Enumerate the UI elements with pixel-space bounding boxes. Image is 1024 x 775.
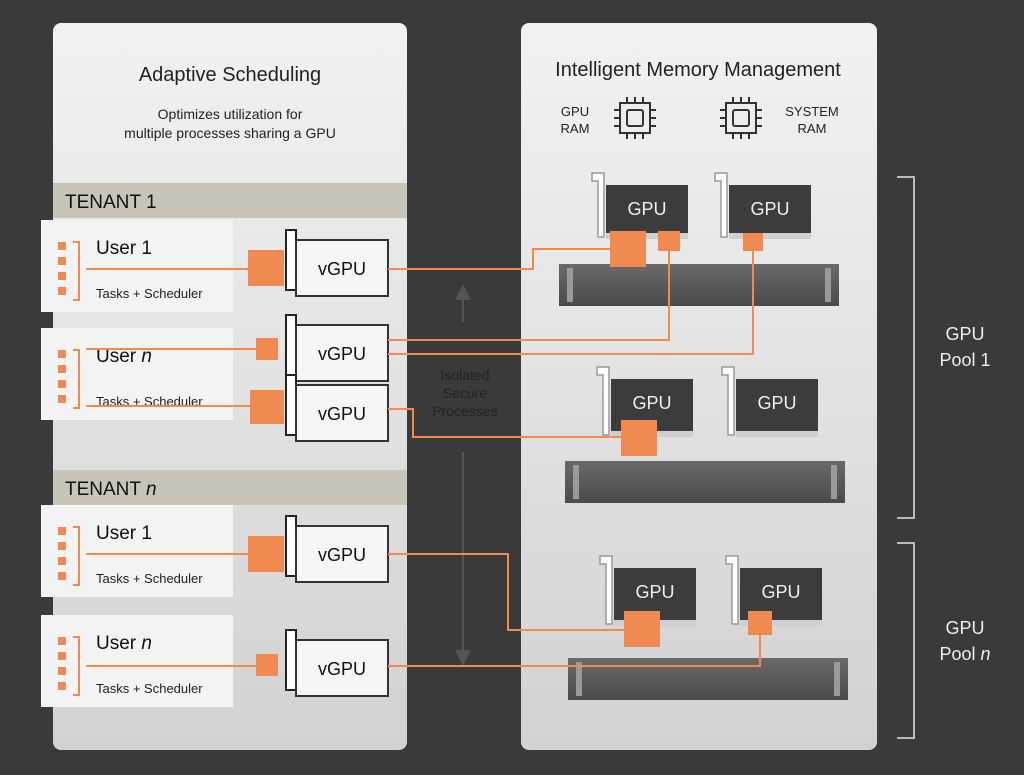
center-label-1: Isolated bbox=[440, 367, 489, 383]
gpu-card: GPU bbox=[725, 555, 822, 626]
connection-line bbox=[388, 251, 754, 355]
memory-slot bbox=[565, 461, 845, 503]
center-label-3: Processes bbox=[432, 403, 497, 419]
connection-line bbox=[388, 408, 621, 438]
tasks-label: Tasks + Scheduler bbox=[96, 571, 203, 586]
left-panel-subtitle-2: multiple processes sharing a GPU bbox=[124, 125, 336, 141]
connection-line bbox=[388, 248, 610, 270]
system-ram-label-2: RAM bbox=[798, 121, 827, 136]
vgpu-port bbox=[256, 338, 278, 360]
gpu-card: GPU bbox=[591, 172, 688, 239]
tenant-n-label: TENANT n bbox=[65, 479, 157, 500]
user-card: User 1 Tasks + Scheduler bbox=[41, 220, 233, 312]
vgpu-label: vGPU bbox=[318, 545, 366, 565]
tasks-label: Tasks + Scheduler bbox=[96, 286, 203, 301]
user-name: User 1 bbox=[96, 523, 152, 544]
center-label-2: Secure bbox=[443, 385, 488, 401]
left-panel-subtitle-1: Optimizes utilization for bbox=[158, 106, 303, 122]
right-panel-title: Intelligent Memory Management bbox=[555, 59, 841, 81]
gpu-port bbox=[743, 233, 763, 251]
gpu-label: GPU bbox=[635, 582, 674, 602]
gpu-ram-label-2: RAM bbox=[561, 121, 590, 136]
vgpu-label: vGPU bbox=[318, 344, 366, 364]
user-card: User 1 Tasks + Scheduler bbox=[41, 505, 233, 597]
vgpu-port bbox=[250, 390, 284, 424]
gpu-port bbox=[624, 611, 660, 647]
tenant-1-label: TENANT 1 bbox=[65, 192, 157, 213]
vgpu-card: vGPU bbox=[256, 314, 389, 382]
user-name: User 1 bbox=[96, 238, 152, 259]
gpu-port bbox=[610, 231, 646, 267]
tasks-bracket-icon bbox=[58, 526, 80, 586]
gpu-label: GPU bbox=[627, 199, 666, 219]
tenant-n-bar bbox=[53, 470, 407, 505]
vgpu-label: vGPU bbox=[318, 659, 366, 679]
left-panel-title: Adaptive Scheduling bbox=[139, 64, 321, 86]
pool-1-label-1: GPU bbox=[945, 324, 984, 344]
vgpu-port bbox=[256, 654, 278, 676]
gpu-card: GPU bbox=[714, 172, 811, 239]
gpu-port bbox=[658, 231, 680, 251]
gpu-label: GPU bbox=[632, 393, 671, 413]
gpu-port bbox=[621, 420, 657, 456]
gpu-port bbox=[748, 611, 772, 635]
connection-line bbox=[388, 553, 624, 631]
vgpu-card: vGPU bbox=[248, 229, 389, 297]
user-name: User n bbox=[96, 346, 152, 367]
memory-slot bbox=[568, 658, 848, 700]
pool-1-label-2: Pool 1 bbox=[939, 350, 990, 370]
tenant-1-bar bbox=[53, 183, 407, 218]
vgpu-port bbox=[248, 536, 284, 572]
gpu-label: GPU bbox=[750, 199, 789, 219]
gpu-label: GPU bbox=[757, 393, 796, 413]
system-ram-chip-icon bbox=[720, 97, 762, 139]
gpu-label: GPU bbox=[761, 582, 800, 602]
vgpu-port bbox=[248, 250, 284, 286]
gpu-ram-label-1: GPU bbox=[561, 104, 589, 119]
system-ram-label-1: SYSTEM bbox=[785, 104, 838, 119]
tasks-label: Tasks + Scheduler bbox=[96, 681, 203, 696]
connection-line bbox=[388, 635, 761, 667]
vgpu-card: vGPU bbox=[250, 374, 389, 442]
gpu-ram-chip-icon bbox=[614, 97, 656, 139]
pool-n-label-2: Pool n bbox=[939, 644, 990, 664]
pool-n-bracket bbox=[897, 542, 915, 739]
vgpu-card: vGPU bbox=[256, 629, 389, 697]
pool-n-label-1: GPU bbox=[945, 618, 984, 638]
tasks-bracket-icon bbox=[58, 241, 80, 301]
pool-1-bracket bbox=[897, 176, 915, 519]
tasks-bracket-icon bbox=[58, 636, 80, 696]
tasks-bracket-icon bbox=[58, 349, 80, 409]
user-card: User n Tasks + Scheduler bbox=[41, 615, 233, 707]
memory-slot bbox=[559, 264, 839, 306]
gpu-card: GPU bbox=[721, 366, 818, 437]
vgpu-card: vGPU bbox=[248, 515, 389, 583]
user-name: User n bbox=[96, 633, 152, 654]
connection-line bbox=[388, 251, 670, 341]
vgpu-label: vGPU bbox=[318, 259, 366, 279]
vgpu-label: vGPU bbox=[318, 404, 366, 424]
